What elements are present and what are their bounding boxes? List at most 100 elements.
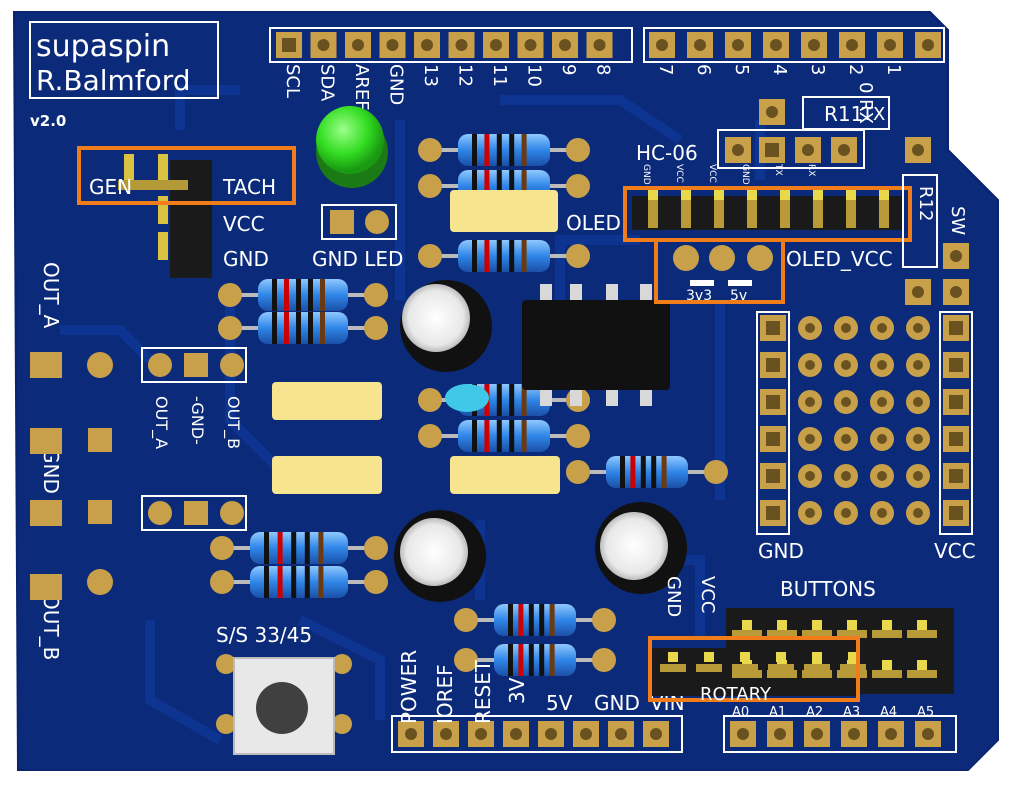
button-pin-tip bbox=[917, 620, 927, 630]
resistor-pad bbox=[418, 244, 442, 268]
gnd-led-pad-2 bbox=[365, 210, 389, 234]
resistor-band bbox=[320, 312, 325, 344]
power-pad-hole bbox=[440, 728, 452, 740]
resistor-body bbox=[250, 566, 348, 598]
hc06-pin-label: GND bbox=[641, 164, 651, 185]
analog-pin-label: A3 bbox=[843, 705, 860, 720]
button-pin-body bbox=[802, 670, 832, 678]
resistor-body bbox=[606, 456, 688, 488]
matrix-pad-hole bbox=[913, 434, 923, 444]
gen-label: GEN bbox=[89, 175, 132, 199]
header-pin-label: 5 bbox=[731, 64, 752, 75]
power-pad-hole bbox=[510, 728, 522, 740]
r12-label: R12 bbox=[915, 186, 936, 221]
hc06-pin-body bbox=[648, 200, 658, 228]
header-pin-label: GND bbox=[386, 64, 407, 105]
sw-pad-hole bbox=[950, 286, 962, 298]
button-pin-body bbox=[732, 670, 762, 678]
board-author: R.Balmford bbox=[36, 64, 191, 97]
tach-label: TACH bbox=[222, 175, 276, 199]
hc06-pin-body bbox=[879, 200, 889, 228]
matrix-pad-hole bbox=[913, 360, 923, 370]
vcc-column-box bbox=[939, 311, 973, 535]
resistor-band bbox=[518, 604, 524, 636]
power-pad-hole bbox=[650, 728, 662, 740]
resistor-body bbox=[458, 420, 550, 452]
header-pad-hole bbox=[282, 38, 296, 52]
out-a-label: OUT_A bbox=[39, 262, 63, 329]
analog-pad-hole bbox=[885, 728, 897, 740]
hc06-pin-tip bbox=[681, 190, 691, 200]
gnd-label: GND bbox=[223, 247, 269, 271]
resistor-band bbox=[484, 240, 490, 272]
resistor-pad bbox=[364, 536, 388, 560]
header-pad-hole bbox=[421, 39, 433, 51]
resistor-band bbox=[284, 279, 289, 311]
gnd-column-box bbox=[756, 311, 790, 535]
resistor-pad bbox=[566, 138, 590, 162]
analog-pad-hole bbox=[774, 728, 786, 740]
rotary-pin-tip bbox=[812, 652, 822, 662]
analog-pad-hole bbox=[922, 728, 934, 740]
resistor-band bbox=[521, 420, 527, 452]
resistor-pad bbox=[218, 316, 242, 340]
resistor-band bbox=[472, 240, 477, 272]
resistor-band bbox=[272, 312, 277, 344]
resistor-band bbox=[521, 134, 527, 166]
rotary-pin-tip bbox=[848, 652, 858, 662]
oled-vcc-label: OLED_VCC bbox=[786, 247, 893, 271]
button-pin-tip bbox=[917, 660, 927, 670]
power-header-box bbox=[391, 715, 683, 753]
out-header-bottom-box bbox=[141, 495, 247, 531]
hc06-pin-tip bbox=[747, 190, 757, 200]
resistor-band bbox=[508, 644, 513, 676]
hc06-pin-body bbox=[813, 200, 823, 228]
rotary-label: ROTARY bbox=[700, 684, 772, 705]
film-capacitors bbox=[272, 190, 560, 494]
out-a-small-label: OUT_A bbox=[151, 396, 171, 449]
power-header-pads bbox=[391, 715, 683, 753]
start-stop-button[interactable] bbox=[216, 654, 352, 755]
hc06-pin-label: VCC bbox=[707, 164, 717, 183]
resistor-band bbox=[661, 456, 667, 488]
resistor-band bbox=[472, 420, 477, 452]
resistor-band bbox=[496, 134, 502, 166]
hc06-label: HC-06 bbox=[636, 141, 698, 165]
resistor-band bbox=[630, 456, 636, 488]
hc06-pin-body bbox=[681, 200, 691, 228]
hc06-pin-tip bbox=[846, 190, 856, 200]
header-pin-label: 12 bbox=[455, 64, 476, 87]
button-pin-body bbox=[837, 630, 867, 638]
out-header-pads bbox=[148, 353, 244, 525]
header-pin-label: 10 bbox=[524, 64, 545, 87]
matrix-pad-hole bbox=[877, 508, 887, 518]
resistor-band bbox=[272, 279, 277, 311]
power-pad-hole bbox=[615, 728, 627, 740]
hc06-socket-pad-hole bbox=[732, 144, 744, 156]
button-pin-body bbox=[767, 670, 797, 678]
analog-pin-label: A2 bbox=[806, 705, 823, 720]
analog-header-box bbox=[723, 715, 957, 753]
header-pad-hole bbox=[593, 39, 606, 51]
power-pin-label: 5V bbox=[546, 691, 573, 715]
top-header-left-box bbox=[269, 27, 633, 63]
hc06-header-pins bbox=[648, 190, 889, 228]
analog-header-pads bbox=[723, 715, 957, 753]
matrix-pad-hole bbox=[877, 471, 887, 481]
resistor-pad bbox=[418, 174, 442, 198]
hc06-pin-tip bbox=[714, 190, 724, 200]
matrix-gnd-pad-hole bbox=[766, 506, 780, 520]
resistor-band bbox=[528, 604, 534, 636]
resistor-pad bbox=[566, 174, 590, 198]
header-pin-label: AREF bbox=[351, 64, 372, 111]
resistor-band bbox=[509, 420, 515, 452]
title-box bbox=[29, 21, 219, 99]
vcc-column-label: VCC bbox=[934, 539, 976, 563]
resistor-band bbox=[296, 279, 301, 311]
button-pin-tip bbox=[847, 620, 857, 630]
button-pin-tip bbox=[882, 620, 892, 630]
out-b-label: OUT_B bbox=[39, 594, 63, 660]
button-pin-body bbox=[907, 670, 937, 678]
